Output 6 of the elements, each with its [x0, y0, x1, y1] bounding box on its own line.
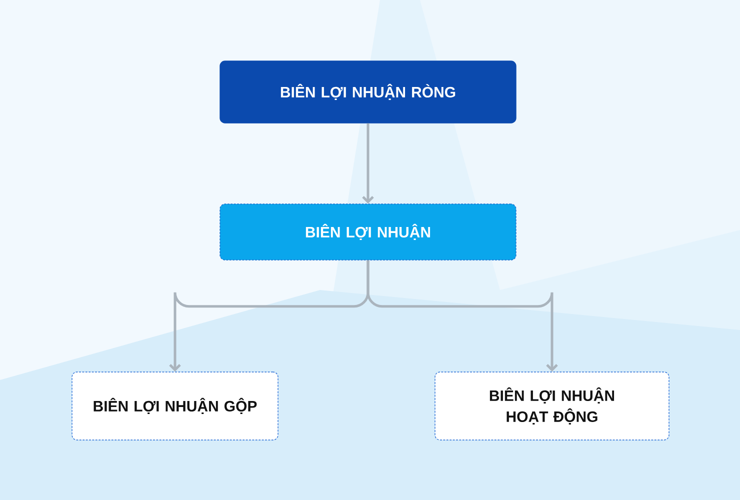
- process-box: BIÊN LỢI NHUẬN HOẠT ĐỘNG: [434, 372, 670, 440]
- arrow: [366, 260, 558, 372]
- process-box: BIÊN LỢI NHUẬN GỘP: [72, 372, 278, 440]
- arrow: [362, 123, 374, 204]
- process-box: BIÊN LỢI NHUẬN RÒNG: [220, 60, 516, 124]
- process-box: BIÊN LỢI NHUẬN: [220, 204, 516, 260]
